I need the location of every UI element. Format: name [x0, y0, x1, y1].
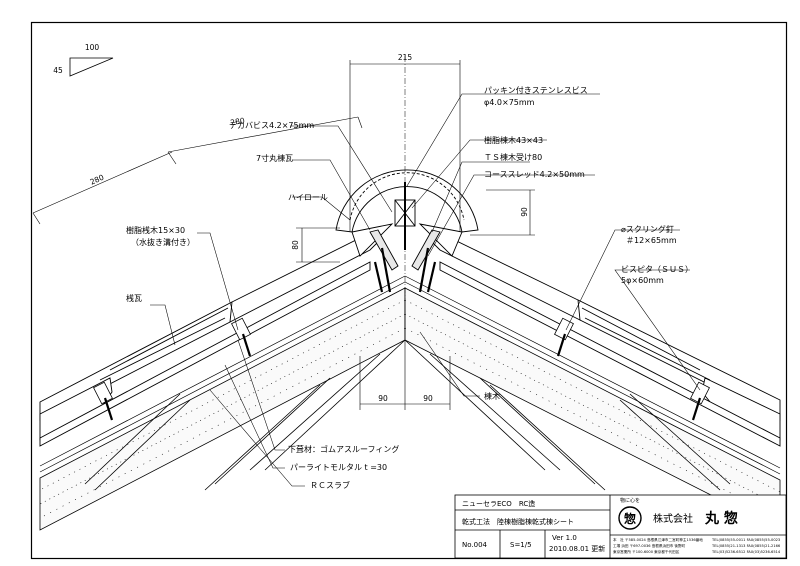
- drawing-frame: [30, 21, 788, 560]
- title-version: Ver 1.0: [552, 534, 577, 542]
- label-munagi: 棟木: [484, 391, 500, 401]
- label-bispita: ビスピタ（ＳＵＳ）: [621, 265, 693, 274]
- title-block: [454, 494, 787, 559]
- label-perlite-mortar: パーライトモルタル t =30: [290, 463, 387, 472]
- dim-ridge-width: 215: [398, 53, 413, 62]
- tel-line-3: TEL(03)5236-6512 FAX(03)5236-6514: [711, 550, 781, 554]
- title-scale: S=1/5: [510, 541, 532, 549]
- label-packing-screw: パッキン付きステンレスビス: [484, 85, 588, 95]
- tel-line-1: TEL(0855)55-0011 FAX(0855)55-0023: [711, 538, 780, 542]
- label-ts-ridge-holder: ＴＳ棟木受け80: [484, 152, 542, 162]
- ridge-assembly: [335, 169, 479, 293]
- slope-run-label: 100: [85, 43, 100, 52]
- address-line-2: 工場 浜田 〒697-0036 島根県浜田市 後野町: [613, 543, 686, 548]
- mortar-layer: [39, 275, 781, 475]
- dim-height-right: 90: [520, 207, 529, 217]
- address-line-1: 本 社 〒585-0024 島根県江津市二宮町神主1536番地: [613, 537, 703, 542]
- label-sangawara: 桟瓦: [126, 293, 142, 303]
- company-prefix: 株式会社: [653, 512, 693, 525]
- label-rc-slab: ＲＣスラブ: [310, 480, 350, 490]
- title-date: 2010.08.01 更新: [549, 544, 605, 553]
- label-coarse-thread: コーススレッド4.2×50mm: [484, 170, 585, 179]
- title-project: ニューセラECO RC造: [462, 499, 535, 508]
- rafter-structure: [84, 339, 731, 491]
- label-round-ridge-tile: 7寸丸棟瓦: [256, 153, 293, 163]
- dim-half-left: 90: [378, 394, 388, 403]
- label-packing-screw-size: φ4.0×75mm: [484, 98, 535, 107]
- label-ring-nail: ⌀スクリング釘: [621, 224, 674, 234]
- slope-indicator: 100 45: [53, 43, 114, 77]
- label-resin-ridge-wood: 樹脂棟木43×43: [484, 135, 543, 145]
- logo-caption: 物に心を: [620, 497, 640, 504]
- label-bispita-size: 5φ×60mm: [621, 276, 664, 285]
- label-high-roll: ハイロール: [288, 193, 328, 202]
- resin-battens: [93, 317, 710, 421]
- roof-tiles-left: [39, 231, 379, 447]
- title-number: No.004: [462, 541, 488, 549]
- company-name: 丸 惣: [704, 510, 738, 527]
- label-ring-nail-size: ＃12×65mm: [626, 236, 677, 245]
- label-underlay: 下葺材：ゴムアスルーフィング: [288, 444, 399, 454]
- label-deca-screw: デカバビス4.2×75mm: [229, 120, 314, 130]
- label-resin-batten-note: （水抜き溝付き）: [131, 237, 195, 247]
- leader-lines: [150, 93, 701, 487]
- title-drawing: 乾式工法 陸棟樹脂棟乾式棟シート: [462, 517, 574, 526]
- address-line-3: 東京営業所 〒100-6000 東京都千代田区: [613, 549, 680, 554]
- rc-slab: [39, 287, 781, 531]
- slope-rise-label: 45: [53, 66, 63, 75]
- callout-labels: パッキン付きステンレスビス φ4.0×75mm デカバビス4.2×75mm 樹脂…: [126, 85, 693, 490]
- dimension-lines: [32, 60, 535, 410]
- tel-line-2: TEL(0855)21-1313 FAX(0855)21-2166: [711, 544, 781, 548]
- company-logo: 惣: [624, 511, 636, 526]
- label-resin-batten: 樹脂桟木15×30: [126, 225, 185, 235]
- dim-height-left: 80: [291, 240, 300, 250]
- dim-half-right: 90: [423, 394, 433, 403]
- dim-rafter-upper: 280: [230, 116, 246, 127]
